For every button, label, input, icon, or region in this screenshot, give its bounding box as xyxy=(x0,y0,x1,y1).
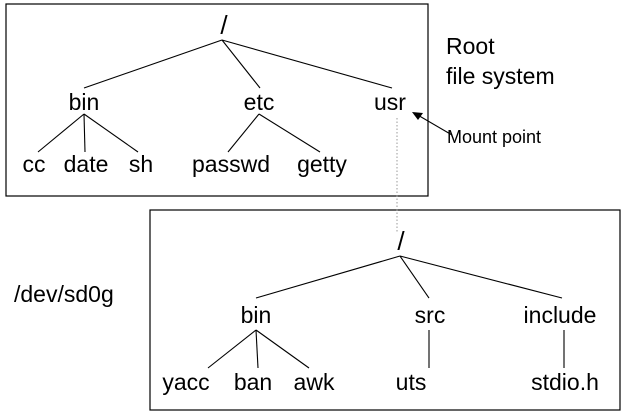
edge-root-etc xyxy=(221,39,261,89)
device-dir-src: src xyxy=(415,302,446,328)
edge-bin-cc xyxy=(37,113,85,153)
edge-bin-date xyxy=(83,113,86,153)
root-fs-root: / xyxy=(220,10,228,40)
device-file-stdio-h: stdio.h xyxy=(531,369,599,395)
edge-devroot-include xyxy=(399,255,563,299)
device-file-ban: ban xyxy=(234,369,272,395)
device-dir-bin: bin xyxy=(241,302,272,328)
device-box xyxy=(149,209,621,411)
edge-devbin-yacc xyxy=(207,329,257,369)
device-dir-include: include xyxy=(524,302,597,328)
edge-root-usr xyxy=(221,39,393,89)
root-fs-label-line2: file system xyxy=(446,63,555,89)
device-edges xyxy=(207,255,565,369)
device-file-uts: uts xyxy=(396,369,427,395)
root-fs-file-sh: sh xyxy=(129,151,153,177)
edge-devbin-ban xyxy=(255,329,259,369)
edge-devroot-src xyxy=(399,255,430,299)
edge-etc-getty xyxy=(258,113,321,153)
root-fs-box xyxy=(5,3,429,197)
mount-point-arrow xyxy=(412,112,453,136)
root-fs-file-cc: cc xyxy=(23,151,46,177)
root-fs-dir-etc: etc xyxy=(244,89,275,115)
device-root: / xyxy=(397,226,405,256)
edge-root-bin xyxy=(83,39,223,89)
root-fs-label-line1: Root xyxy=(446,33,495,59)
mount-point-label: Mount point xyxy=(447,127,541,147)
root-fs-edges xyxy=(37,39,393,153)
device-file-yacc: yacc xyxy=(162,369,209,395)
device-file-awk: awk xyxy=(294,369,335,395)
edge-devbin-awk xyxy=(255,329,310,369)
edge-bin-sh xyxy=(83,113,139,153)
root-fs-file-date: date xyxy=(64,151,109,177)
root-fs-file-getty: getty xyxy=(297,151,347,177)
root-fs-file-passwd: passwd xyxy=(192,151,270,177)
edge-etc-passwd xyxy=(227,113,260,153)
root-fs-dir-usr: usr xyxy=(374,89,406,115)
root-fs-dir-bin: bin xyxy=(69,89,100,115)
device-label: /dev/sd0g xyxy=(14,281,114,307)
edge-devroot-bin xyxy=(255,255,401,299)
